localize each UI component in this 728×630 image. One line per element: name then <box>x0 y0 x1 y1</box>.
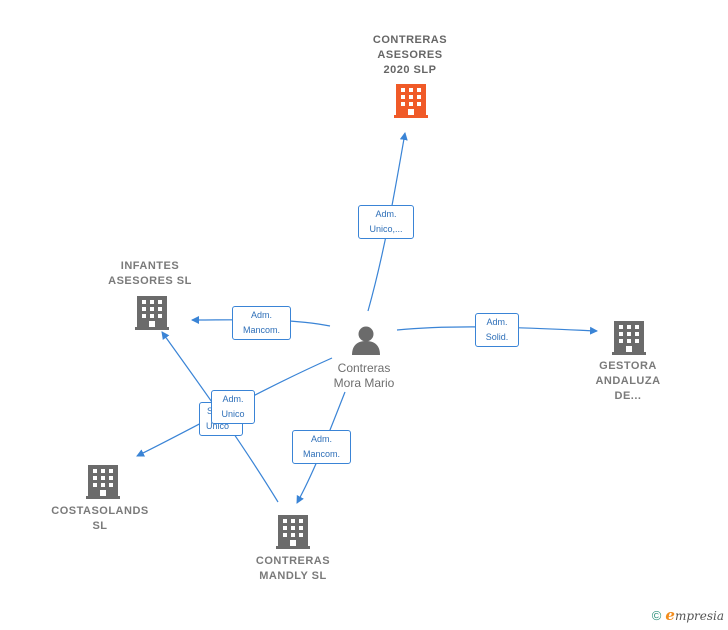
person-icon[interactable] <box>352 326 380 356</box>
building-icon-infantes[interactable] <box>135 296 169 330</box>
empresia-brand: ©empresia <box>652 606 724 624</box>
person-label[interactable]: Contreras Mora Mario <box>333 361 395 390</box>
company-label-contreras-asesores[interactable]: CONTRERAS ASESORES 2020 SLP <box>372 34 448 76</box>
building-icon-contreras-asesores[interactable] <box>394 84 428 118</box>
relation-box-costasolands-front[interactable]: Adm. Unico <box>211 390 255 424</box>
company-label-infantes[interactable]: INFANTES ASESORES SL <box>108 260 192 287</box>
company-label-costasolands[interactable]: COSTASOLANDS SL <box>51 505 149 532</box>
brand-initial: e <box>665 606 675 624</box>
company-label-gestora[interactable]: GESTORA ANDALUZA DE... <box>595 360 661 402</box>
copyright-symbol: © <box>651 608 662 623</box>
brand-name: mpresia <box>674 609 724 623</box>
relation-box-infantes[interactable]: Adm. Mancom. <box>232 306 291 340</box>
building-icon-mandly[interactable] <box>276 515 310 549</box>
building-icon-gestora[interactable] <box>612 321 646 355</box>
relation-box-mandly[interactable]: Adm. Mancom. <box>292 430 351 464</box>
relation-box-gestora[interactable]: Adm. Solid. <box>475 313 519 347</box>
building-icon-costasolands[interactable] <box>86 465 120 499</box>
relation-box-contreras-asesores[interactable]: Adm. Unico,... <box>358 205 414 239</box>
company-label-mandly[interactable]: CONTRERAS MANDLY SL <box>255 555 331 582</box>
